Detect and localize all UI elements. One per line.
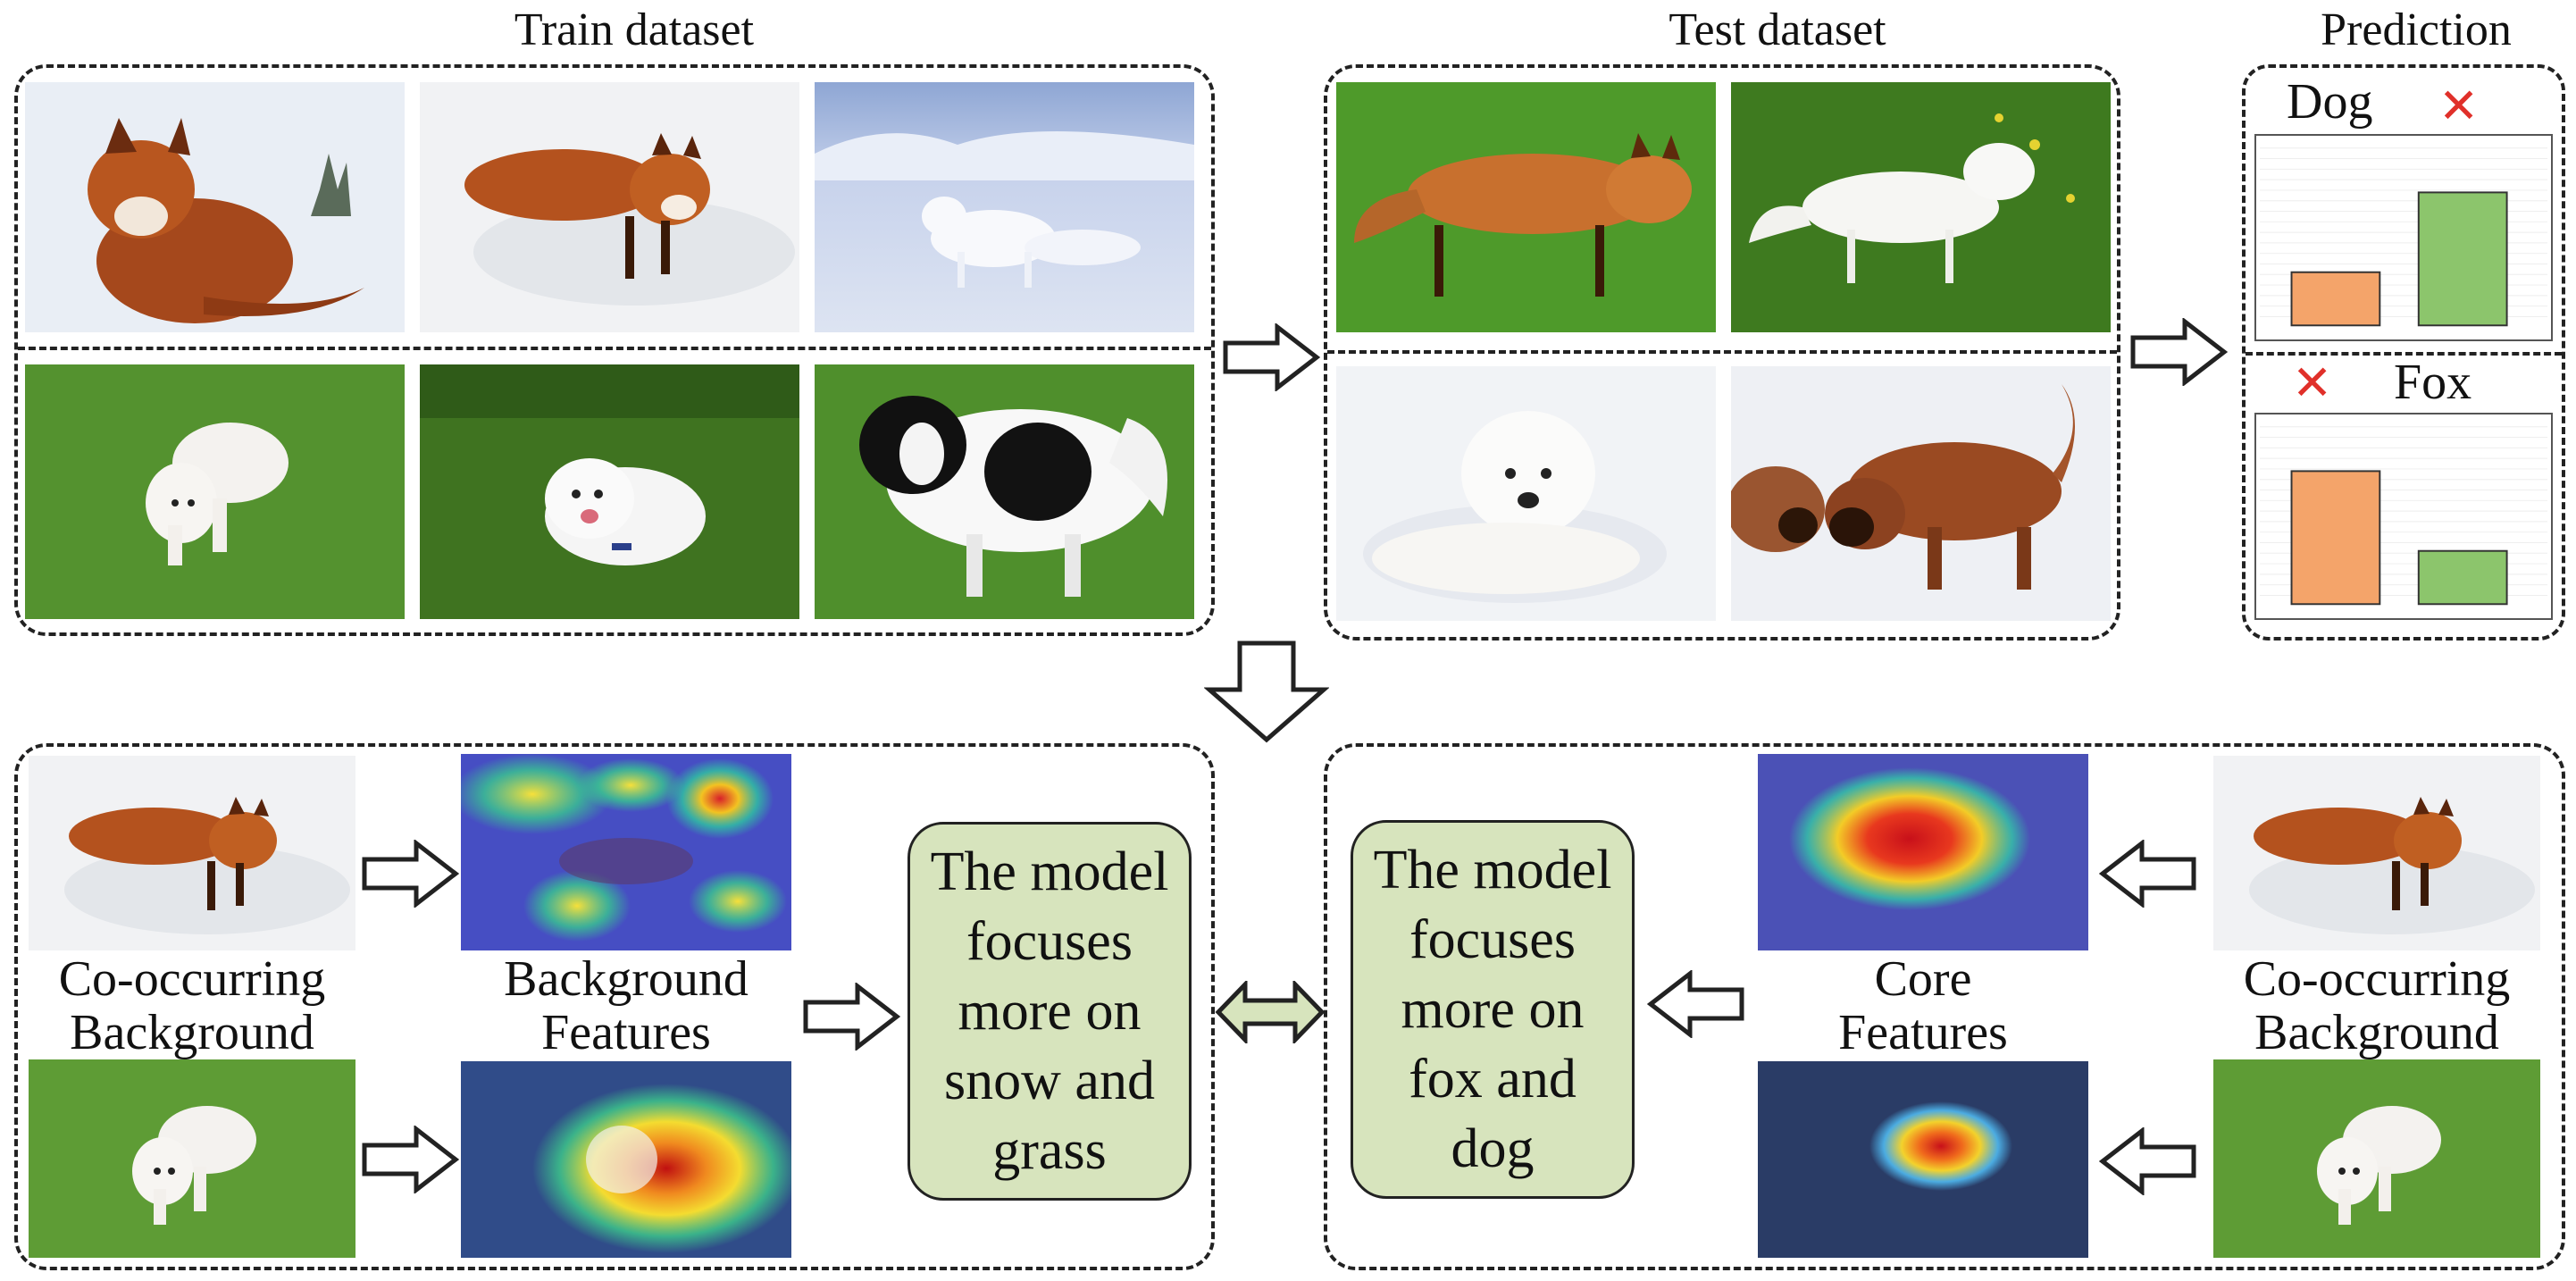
left-cooccurring-label: Co-occurring Background [58,951,326,1060]
train-separator [18,347,1211,350]
train-fox-snow-1 [25,82,405,332]
arrow-right-bottom [2099,1127,2197,1195]
prediction-box [2242,64,2565,640]
train-dog-grass-3 [815,364,1194,619]
left-conclusion-box: The model focuses more on snow and grass [907,822,1192,1201]
train-dog-grass-2 [420,364,799,619]
fox-wrong-icon: ✕ [2292,355,2333,411]
right-analysis-box [1324,743,2565,1270]
train-fox-snow-2 [420,82,799,332]
prediction-fox-label: Fox [2394,355,2472,410]
left-heatmap-background-bottom [461,1061,791,1258]
train-dog-grass-1 [25,364,405,619]
test-arctic-fox-grass [1731,82,2111,332]
right-core-features-label: Core Features [1838,951,2008,1060]
arrow-right-to-box [1647,970,1745,1038]
test-dog-snow-2 [1731,366,2111,621]
fox-bar-orange [2290,470,2381,606]
arrow-right-top [2099,840,2197,908]
prediction-dog-label: Dog [2287,74,2373,130]
train-dataset-title: Train dataset [514,4,755,55]
left-background-features-label: Background Features [504,951,749,1060]
right-heatmap-core-bottom [1758,1061,2088,1258]
arrow-down [1204,640,1329,743]
dog-prediction-chart [2254,134,2553,341]
arrow-train-to-test [1222,323,1320,391]
test-dataset-box [1324,64,2120,640]
right-heatmap-core-top [1758,754,2088,950]
right-dog-grass-photo [2213,1059,2540,1258]
arrow-left-bottom [361,1126,459,1193]
test-dog-snow-1 [1336,366,1716,621]
arrow-test-to-prediction [2129,318,2228,386]
fox-chart-svg [2259,426,2548,606]
dog-bar-green [2417,191,2508,327]
train-dataset-box [14,64,1215,636]
test-dataset-title: Test dataset [1669,4,1886,55]
prediction-title: Prediction [2321,4,2512,55]
arrow-left-top [361,840,459,908]
right-fox-snow-photo [2213,756,2540,950]
right-cooccurring-label: Co-occurring Background [2243,951,2511,1060]
prediction-separator [2246,352,2562,356]
left-dog-grass-photo [29,1059,355,1258]
double-arrow-compare [1215,981,1326,1043]
dog-bar-orange [2290,271,2381,327]
right-conclusion-box: The model focuses more on fox and dog [1351,820,1635,1199]
dog-wrong-icon: ✕ [2438,78,2480,134]
arrow-left-to-box [802,983,900,1051]
fox-prediction-chart [2254,413,2553,620]
test-fox-grass [1336,82,1716,332]
left-analysis-box [14,743,1215,1270]
test-separator [1327,350,2117,354]
left-fox-snow-photo [29,756,355,950]
dog-chart-svg [2259,147,2548,327]
fox-bar-green [2417,549,2508,606]
train-arctic-fox-snow [815,82,1194,332]
left-heatmap-background-top [461,754,791,950]
